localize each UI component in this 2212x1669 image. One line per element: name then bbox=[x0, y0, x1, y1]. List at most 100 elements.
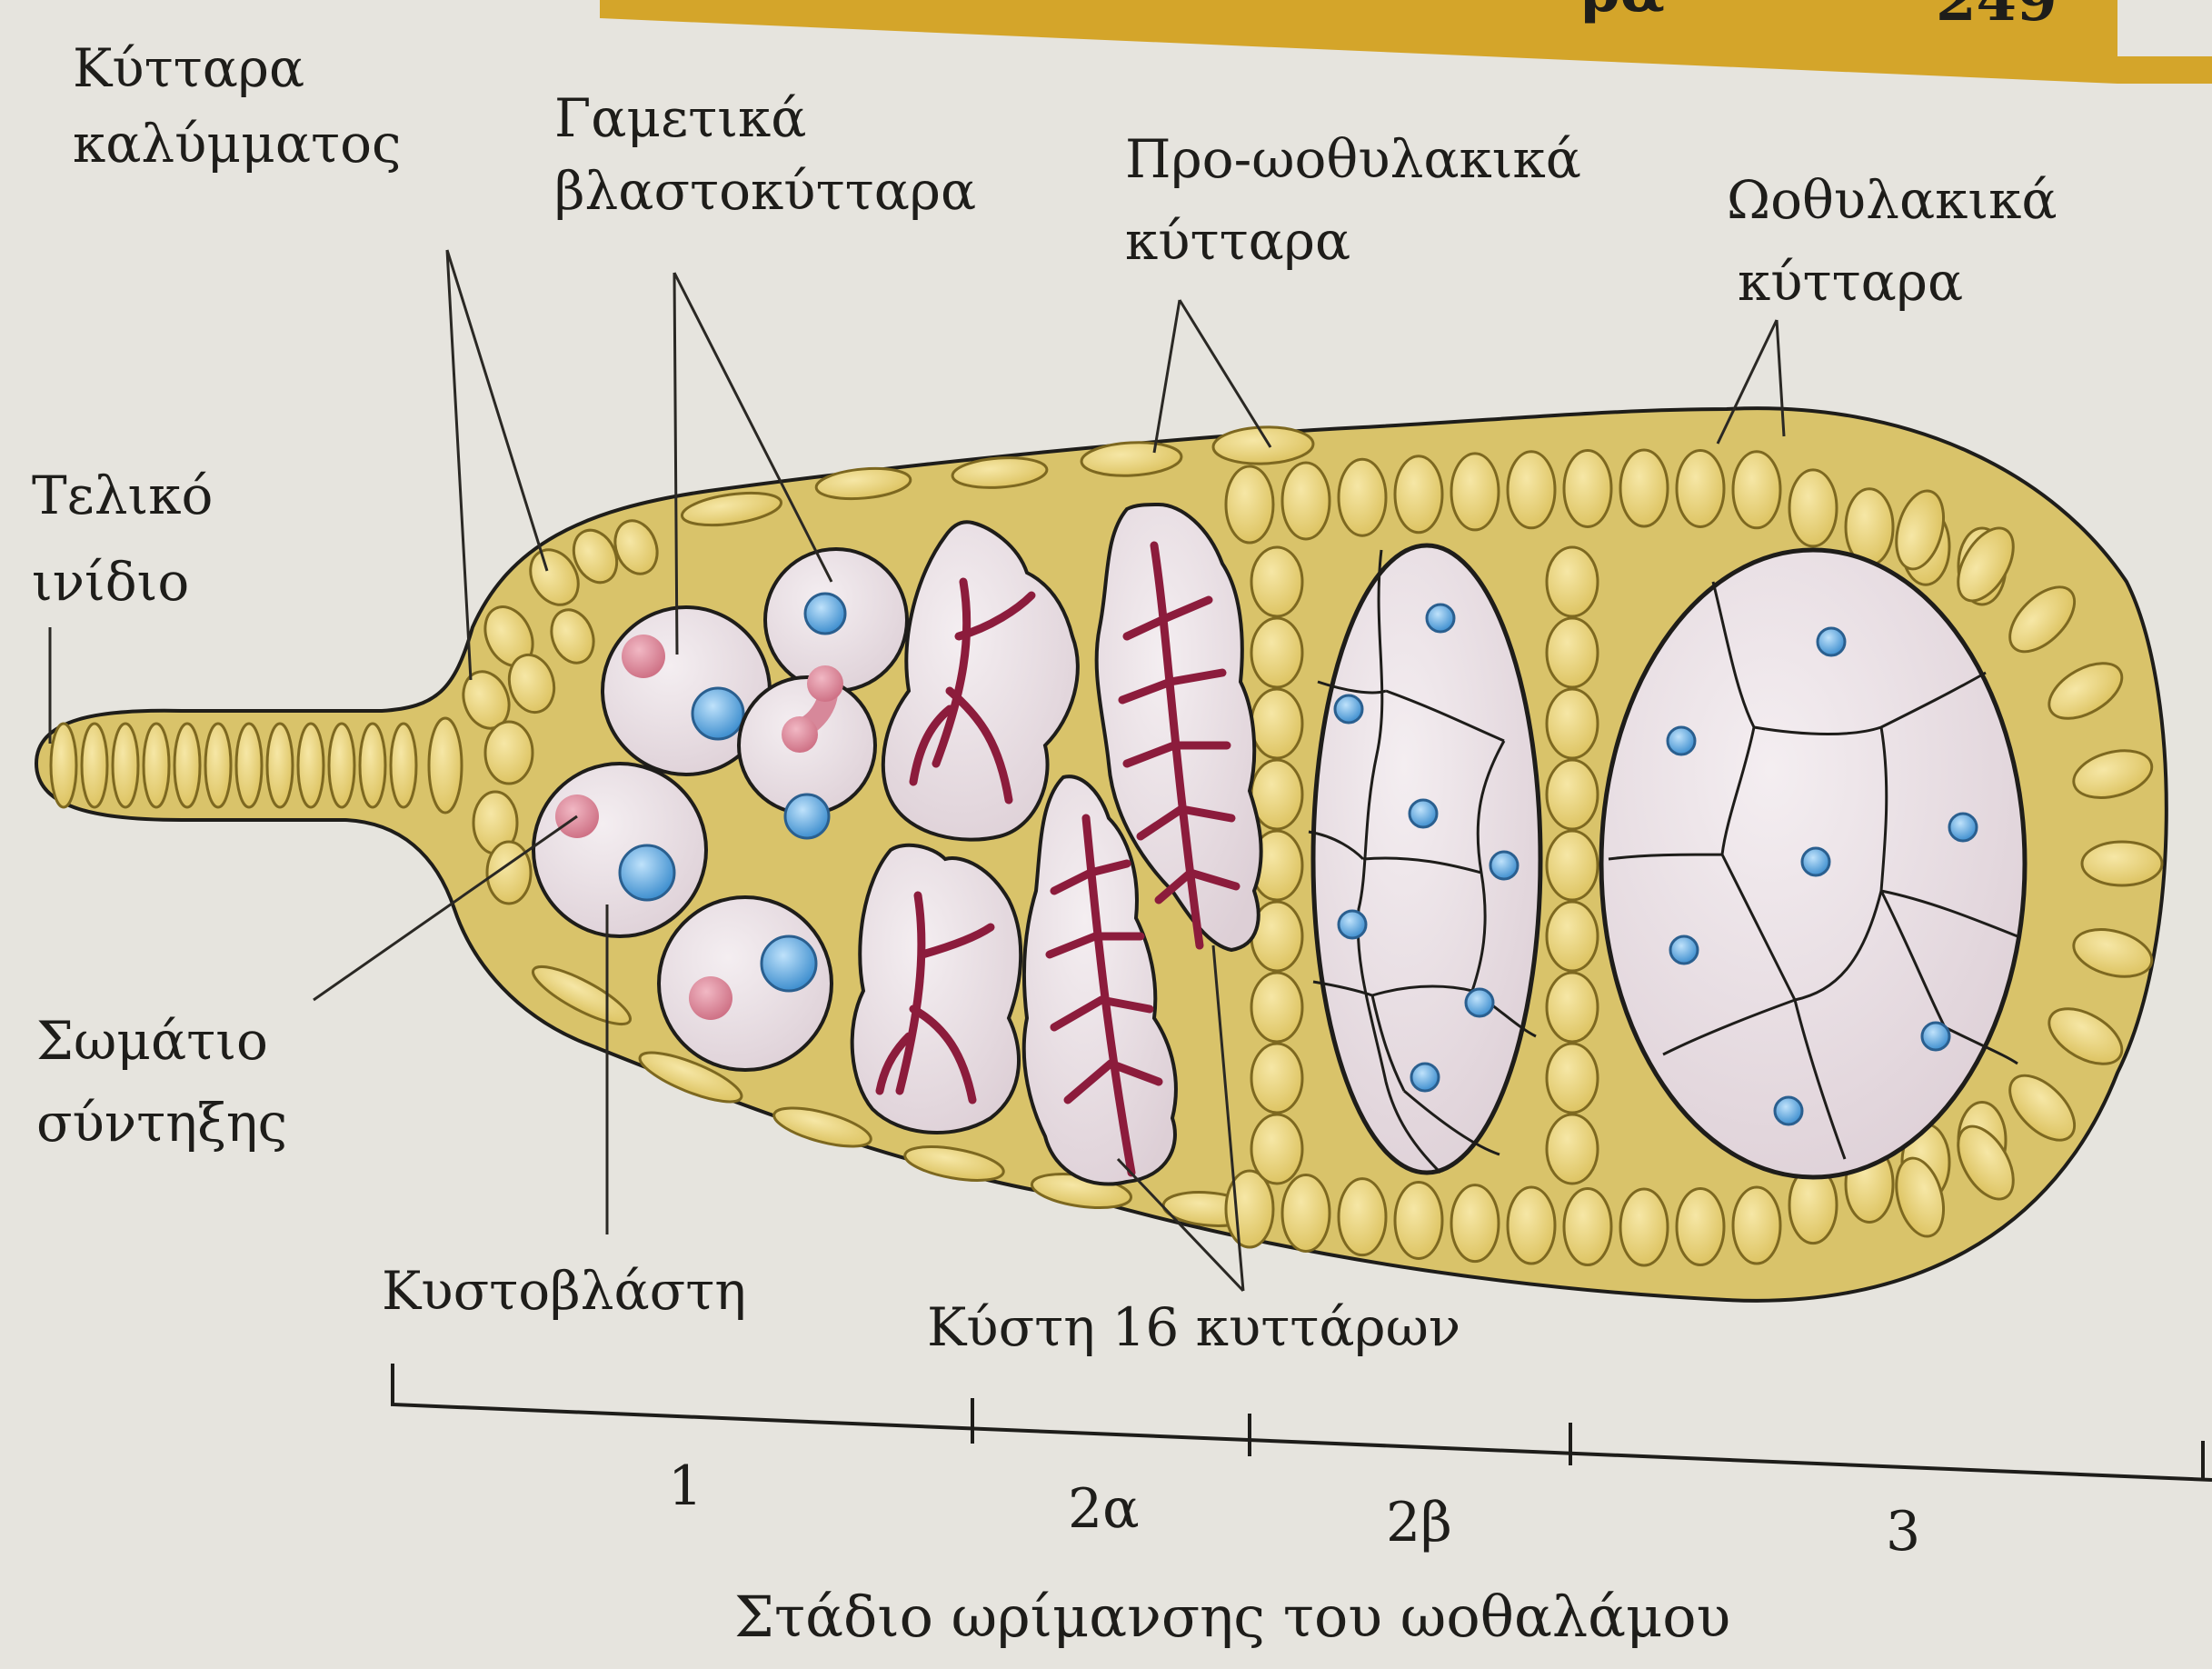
nucleus bbox=[1466, 989, 1493, 1016]
nucleus bbox=[762, 936, 816, 991]
spectrosome bbox=[622, 635, 665, 678]
nucleus bbox=[1922, 1023, 1949, 1050]
nucleus bbox=[1668, 727, 1695, 755]
follicle-cell bbox=[1789, 470, 1837, 546]
stage-axis-title: Στάδιο ωρίμανσης του ωοθαλάμου bbox=[734, 1584, 1730, 1650]
terminal-filament-cell bbox=[144, 724, 169, 807]
germ-cell-body bbox=[533, 764, 706, 936]
fusome bbox=[782, 716, 818, 753]
axis-line bbox=[393, 1364, 2212, 1480]
germline-stem-cells-label-line: βλαστοκύτταρα bbox=[554, 160, 976, 222]
follicle-cell bbox=[1547, 689, 1598, 758]
nucleus bbox=[805, 594, 845, 634]
nucleus bbox=[1410, 800, 1437, 827]
egg-chamber-3 bbox=[1601, 550, 2025, 1177]
terminal-filament-cell bbox=[429, 718, 462, 813]
terminal-filament-cell bbox=[360, 724, 385, 807]
follicle-cell bbox=[1564, 450, 1611, 526]
stage-label-2a: 2α bbox=[1068, 1477, 1140, 1541]
fusome bbox=[807, 665, 843, 702]
follicle-cell bbox=[1339, 459, 1386, 535]
follicle-cell bbox=[1395, 1182, 1442, 1258]
follicle-cell bbox=[2082, 842, 2162, 885]
germline-stem-cells-label-line: Γαμετικά bbox=[554, 87, 806, 149]
page-header: ρα 249 bbox=[600, 0, 2212, 84]
prefollicle-cells-label-line: κύτταρα bbox=[1125, 210, 1350, 272]
cyst-8-cells bbox=[852, 845, 1021, 1133]
follicle-cell bbox=[1547, 1114, 1598, 1184]
egg-chamber-2b bbox=[1309, 545, 1540, 1173]
follicle-cell bbox=[1547, 902, 1598, 971]
terminal-filament-cell bbox=[267, 724, 293, 807]
follicle-cell bbox=[1251, 547, 1302, 616]
germline-stem-cells-label: Γαμετικά βλαστοκύτταρα bbox=[554, 87, 976, 222]
follicle-cell bbox=[1733, 1187, 1780, 1264]
axis-ticks bbox=[972, 1398, 2203, 1480]
follicle-cell bbox=[1251, 1044, 1302, 1113]
terminal-filament-label-line: ινίδιο bbox=[32, 551, 189, 613]
terminal-filament-cell bbox=[113, 724, 138, 807]
nucleus bbox=[1775, 1097, 1802, 1124]
follicle-cells-label-line: κύτταρα bbox=[1738, 251, 1963, 313]
follicle-cell bbox=[1733, 452, 1780, 528]
follicle-cell bbox=[1451, 454, 1499, 530]
follicle-cell bbox=[1251, 1114, 1302, 1184]
follicle-cell bbox=[1339, 1179, 1386, 1255]
terminal-filament-cell bbox=[174, 724, 200, 807]
nucleus bbox=[1802, 848, 1829, 875]
follicle-cell bbox=[1508, 1187, 1555, 1264]
follicle-cell bbox=[1251, 973, 1302, 1042]
terminal-filament-cell bbox=[51, 724, 76, 807]
prefollicle-cells-label: Προ-ωοθυλακικά κύτταρα bbox=[1125, 128, 1598, 272]
fusome-label-line: σύντηξης bbox=[36, 1092, 287, 1154]
terminal-filament-cell bbox=[236, 724, 262, 807]
terminal-filament-cell bbox=[298, 724, 324, 807]
follicle-cell bbox=[1547, 547, 1598, 616]
terminal-filament-cell bbox=[391, 724, 416, 807]
stage-label-1: 1 bbox=[668, 1454, 702, 1518]
terminal-filament-cell bbox=[329, 724, 354, 807]
follicle-cells-label-line: Ωοθυλακικά bbox=[1727, 169, 2058, 231]
nucleus bbox=[1670, 936, 1698, 964]
nucleus bbox=[1339, 911, 1366, 938]
follicle-cell bbox=[1677, 1188, 1724, 1264]
cystoblast bbox=[659, 897, 832, 1070]
header-fragment-text: ρα bbox=[1581, 0, 1665, 25]
terminal-filament-label-line: Τελικό bbox=[32, 465, 213, 526]
follicle-cell bbox=[1677, 450, 1724, 526]
follicle-cell bbox=[1547, 973, 1598, 1042]
follicle-cell bbox=[1547, 618, 1598, 687]
germline-stem-cell bbox=[533, 764, 706, 936]
cyst-16-cells-label: Κύστη 16 κυττάρων bbox=[927, 1296, 1460, 1358]
cap-cells-label-line: καλύμματος bbox=[73, 113, 401, 175]
nucleus bbox=[1335, 695, 1362, 723]
cap-cell bbox=[485, 722, 533, 784]
follicle-cell bbox=[1451, 1185, 1499, 1262]
fusome bbox=[689, 976, 732, 1020]
follicle-cell bbox=[1508, 452, 1555, 528]
cap-cell bbox=[487, 842, 531, 904]
follicle-cells-label: Ωοθυλακικά κύτταρα bbox=[1727, 169, 2074, 313]
nucleus bbox=[1949, 814, 1977, 841]
nucleus bbox=[1818, 628, 1845, 655]
prefollicle-cells-label-line: Προ-ωοθυλακικά bbox=[1125, 128, 1581, 190]
nucleus bbox=[620, 845, 674, 900]
follicle-cell bbox=[1564, 1188, 1611, 1264]
fusome-label: Σωμάτιο σύντηξης bbox=[36, 1010, 287, 1154]
cap-cells-label: Κύτταρα καλύμματος bbox=[73, 37, 401, 175]
terminal-filament-cell bbox=[82, 724, 107, 807]
nucleus bbox=[692, 688, 743, 739]
follicle-cell bbox=[1547, 760, 1598, 829]
follicle-cell bbox=[1282, 463, 1330, 539]
follicle-cell bbox=[1226, 466, 1273, 543]
fusome-label-line: Σωμάτιο bbox=[36, 1010, 268, 1072]
stage-label-2b: 2β bbox=[1386, 1491, 1452, 1554]
cap-cells-label-line: Κύτταρα bbox=[73, 37, 304, 99]
nucleus bbox=[1490, 852, 1518, 879]
follicle-cell bbox=[1547, 1044, 1598, 1113]
terminal-filament-label: Τελικό ινίδιο bbox=[32, 465, 230, 613]
follicle-cell bbox=[1282, 1174, 1330, 1251]
nucleus bbox=[1411, 1064, 1439, 1091]
